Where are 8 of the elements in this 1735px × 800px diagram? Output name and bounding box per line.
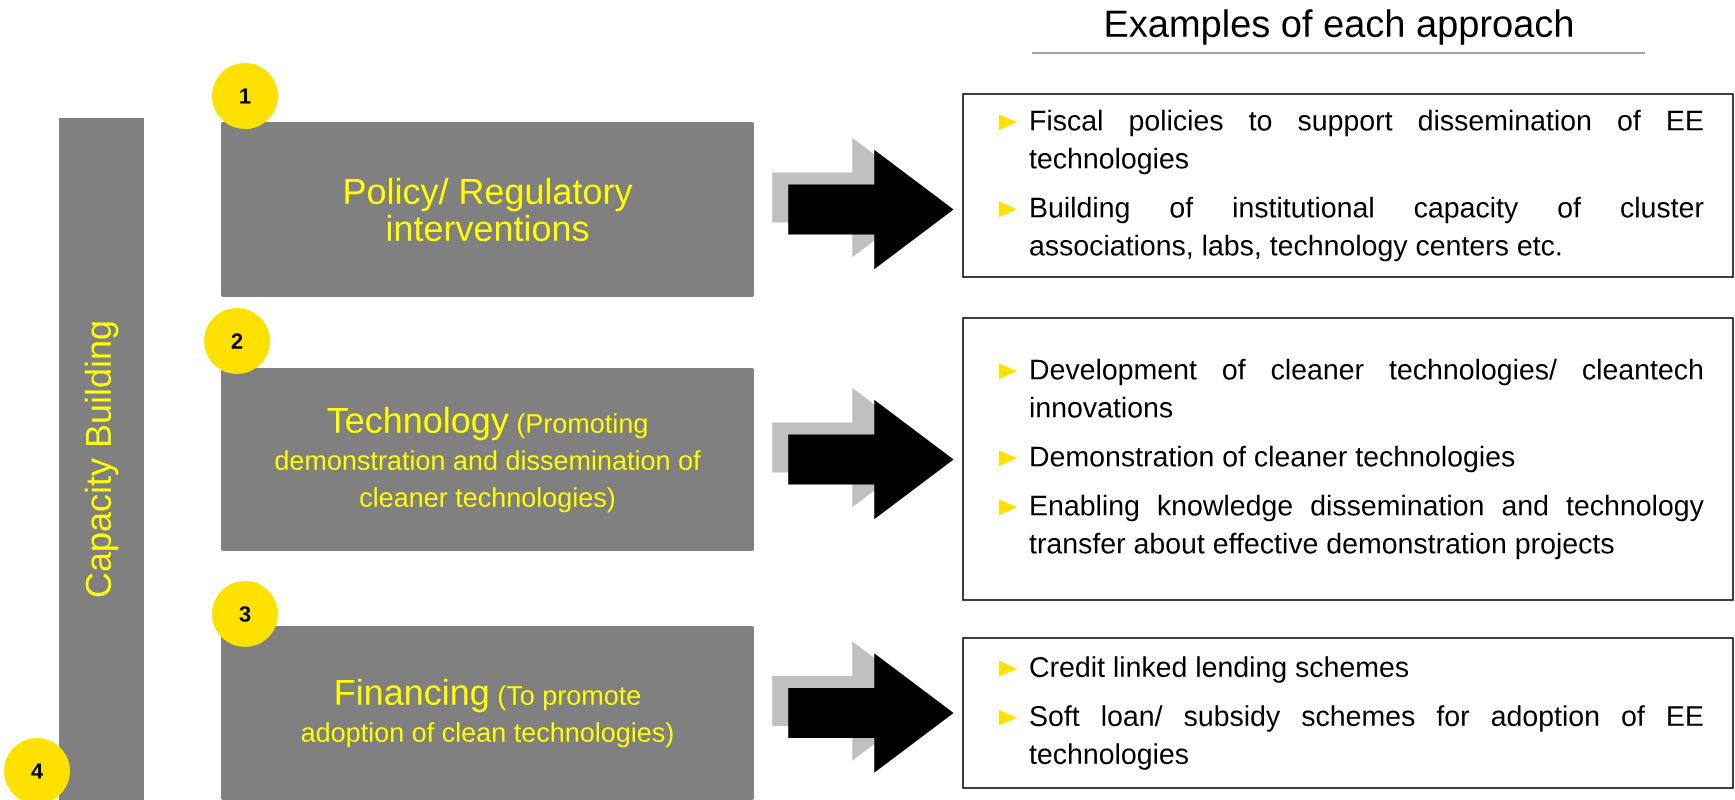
capacity-bar: Capacity Building [59, 118, 144, 800]
title: Examples of each approach [1031, 9, 1646, 54]
approach-box: Financing (To promote adoption of clean technologies) [221, 626, 754, 800]
examples-box: Fiscal policies to support dissemination of EE technologies Building of institutional capacity of cluster associations, labs, technology centers etc. [962, 93, 1734, 278]
approach-box: Technology (Promoting demonstration and dissemination of cleaner technologies) [221, 368, 754, 551]
approach-box: Policy/ Regulatory interventions [221, 122, 754, 297]
examples-box: Credit linked lending schemes Soft loan/ subsidy schemes for adoption of EE technologies [962, 637, 1734, 789]
examples-box: Development of cleaner technologies/ cleantech innovations Demonstration of cleaner technologies Enabling knowledge dissemination and technology transfer about effective demonstration projects [962, 317, 1734, 601]
